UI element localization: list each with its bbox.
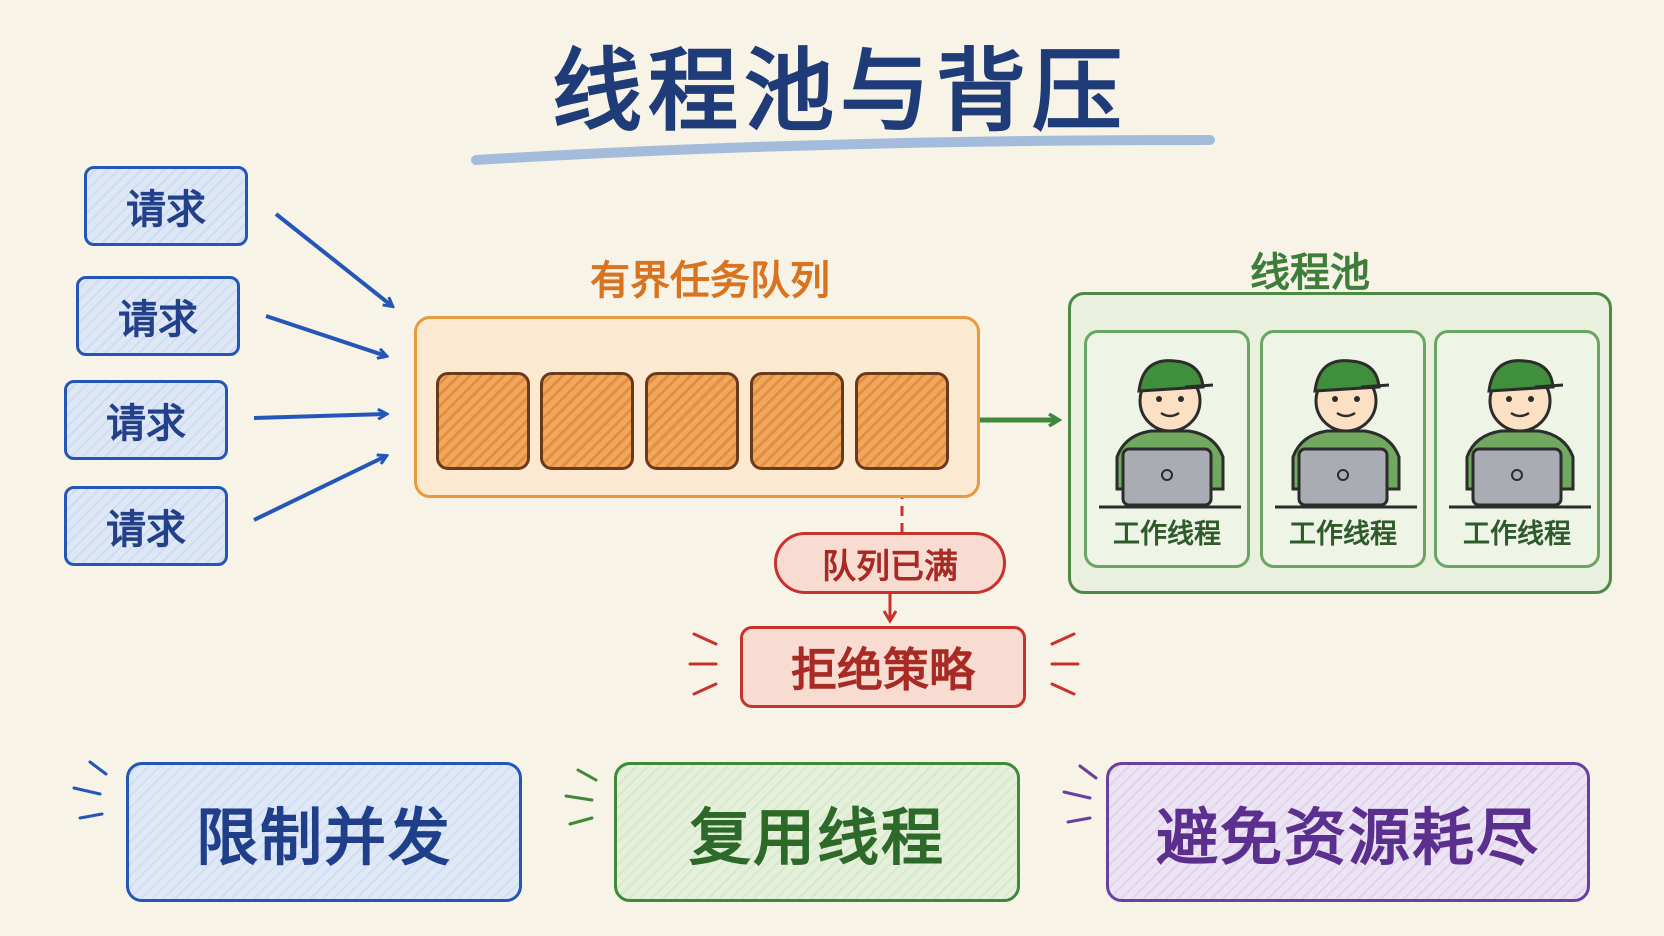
request-arrow [253, 456, 386, 522]
benefit-reuse-threads: 复用线程 [614, 762, 1020, 902]
benefit-limit-concurrency: 限制并发 [126, 762, 522, 902]
worker-thread-label: 工作线程 [1113, 519, 1221, 550]
page-title: 线程池与背压 [552, 39, 1128, 144]
worker-thread-card: 工作线程 [1434, 330, 1600, 568]
worker-thread-label: 工作线程 [1463, 519, 1571, 550]
queue-slot [436, 372, 530, 470]
accent-marks-blue [72, 760, 108, 820]
request-arrow [274, 212, 392, 306]
queue-slot [855, 372, 949, 470]
queue-slot [750, 372, 844, 470]
request-node: 请求 [64, 486, 228, 566]
title-underline [471, 135, 1215, 165]
worker-person-icon [1275, 359, 1417, 509]
queue-slot [645, 372, 739, 470]
accent-marks-purple [1062, 764, 1098, 824]
worker-person-icon [1099, 359, 1241, 509]
worker-thread-card: 工作线程 [1084, 330, 1250, 568]
worker-person-icon [1449, 359, 1591, 509]
worker-thread-card: 工作线程 [1260, 330, 1426, 568]
request-node: 请求 [84, 166, 248, 246]
worker-thread-label: 工作线程 [1289, 519, 1397, 550]
request-node: 请求 [76, 276, 240, 356]
reject-policy-box: 拒绝策略 [740, 626, 1026, 708]
thread-pool-label: 线程池 [1250, 250, 1370, 296]
alert-burst-reject-right [1050, 632, 1080, 696]
request-node: 请求 [64, 380, 228, 460]
request-arrow [265, 314, 386, 356]
queue-slot [540, 372, 634, 470]
request-arrow [253, 414, 386, 418]
queue-label: 有界任务队列 [590, 258, 830, 304]
accent-marks-green [564, 768, 598, 826]
benefit-avoid-resource-exhaustion: 避免资源耗尽 [1106, 762, 1590, 902]
queue-full-badge: 队列已满 [774, 532, 1006, 594]
alert-burst-reject-left [688, 632, 718, 696]
